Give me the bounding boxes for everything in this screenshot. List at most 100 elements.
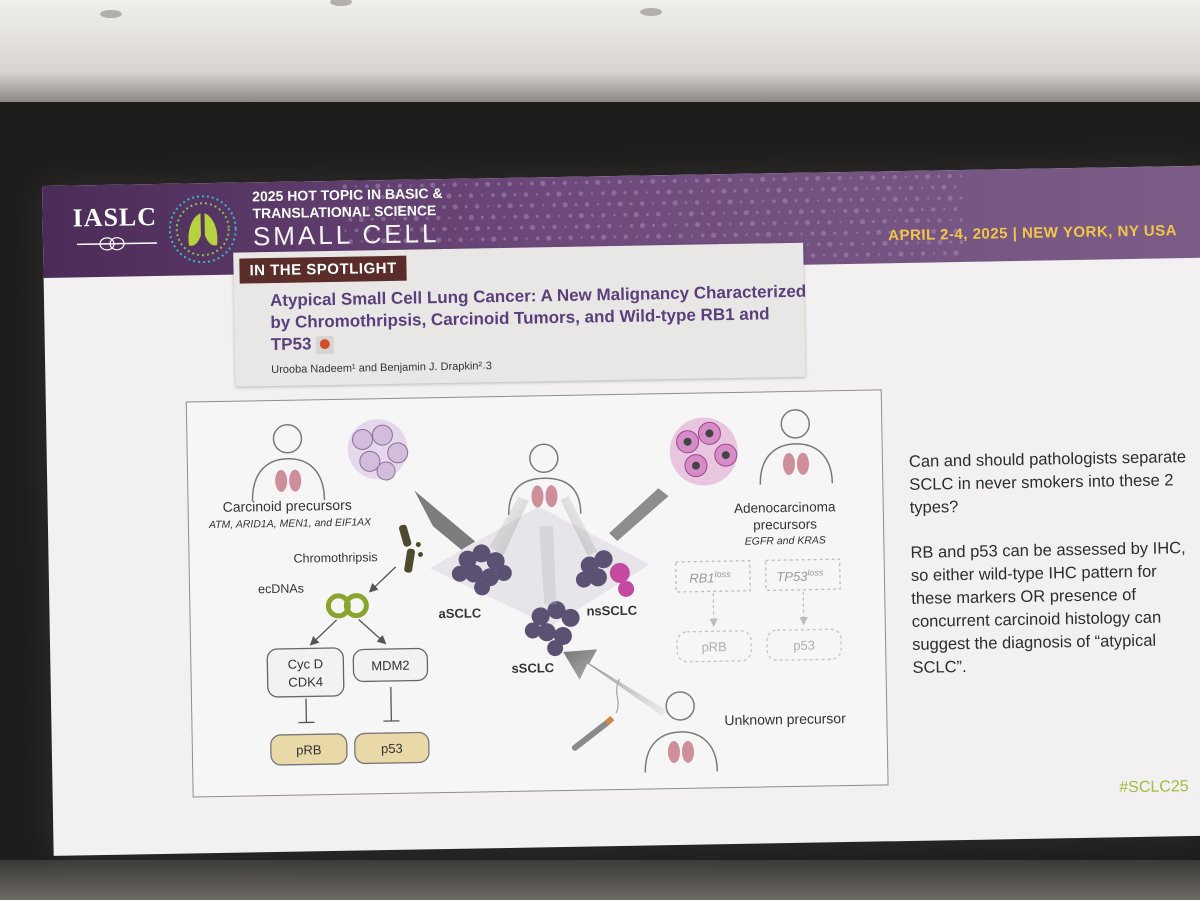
banner-dot — [892, 174, 897, 180]
banner-dot — [684, 201, 688, 205]
banner-dot — [908, 185, 914, 191]
banner-dot — [607, 223, 612, 229]
banner-dot — [849, 198, 853, 202]
banner-dot — [949, 240, 953, 244]
banner-dot — [546, 213, 551, 219]
banner-dot — [393, 239, 397, 243]
banner-dot — [348, 217, 353, 222]
banner-dot — [578, 191, 584, 196]
banner-dot — [941, 184, 947, 190]
banner-dot — [700, 190, 704, 193]
banner-dot — [833, 231, 837, 235]
banner-dot — [904, 197, 908, 201]
carcinoid-genes-label: ATM, ARID1A, MEN1, and EIF1AX — [208, 516, 372, 531]
banner-dot — [387, 206, 392, 210]
banner-dot — [448, 216, 451, 220]
banner-dot — [843, 230, 848, 236]
banner-dot — [766, 231, 772, 237]
banner-dot — [376, 228, 381, 232]
banner-dot — [810, 188, 814, 191]
banner-dot — [760, 176, 766, 183]
banner-dot — [788, 231, 793, 237]
banner-dot — [898, 186, 902, 190]
banner-dot — [497, 225, 502, 231]
banner-dot — [397, 205, 403, 211]
banner-dot — [876, 229, 882, 236]
banner-dot — [656, 211, 661, 217]
banner-dot — [425, 216, 429, 220]
p53-faded-box — [766, 628, 842, 661]
banner-dot — [798, 209, 804, 215]
spotlight-article-card: IN THE SPOTLIGHT Atypical Small Cell Lun… — [233, 242, 806, 387]
banner-dot — [491, 236, 497, 242]
banner-dot — [535, 236, 540, 241]
ceiling-light — [640, 8, 662, 16]
banner-dot — [815, 175, 821, 182]
banner-dot — [425, 195, 429, 198]
cigarette-icon — [571, 678, 621, 751]
banner-dot — [354, 228, 359, 233]
prb-faded-box — [676, 630, 752, 663]
banner-dot — [590, 213, 594, 217]
banner-dot — [666, 189, 672, 195]
banner-dot — [761, 221, 766, 225]
prb-box — [270, 733, 348, 766]
banner-dot — [529, 224, 536, 231]
arrow-adeno-to-nsclc — [609, 488, 669, 542]
banner-dot — [509, 226, 512, 230]
banner-dot — [468, 214, 474, 221]
banner-dot — [888, 252, 892, 257]
banner-dot — [782, 198, 788, 204]
banner-dot — [409, 184, 412, 187]
banner-dot — [513, 236, 518, 241]
banner-dot — [855, 253, 859, 257]
banner-dot — [601, 212, 606, 218]
banner-dot — [920, 251, 926, 256]
banner-dot — [525, 237, 528, 240]
banner-dot — [564, 225, 567, 229]
banner-dot — [943, 229, 947, 233]
banner-dot — [446, 193, 452, 199]
banner-dot — [413, 194, 419, 199]
banner-dot — [458, 194, 462, 198]
banner-dot — [662, 179, 666, 183]
banner-dot — [733, 211, 738, 215]
banner-dot — [633, 212, 639, 218]
ecdna-rings-icon — [325, 593, 369, 619]
banner-dot — [937, 196, 941, 201]
banner-dot — [639, 222, 646, 229]
banner-dot — [776, 187, 782, 193]
banner-dot — [348, 196, 352, 200]
banner-dot — [831, 186, 837, 192]
banner-dot — [370, 239, 375, 244]
banner-dot — [529, 203, 535, 208]
mdm2-label: MDM2 — [371, 658, 410, 674]
banner-dot — [562, 180, 568, 186]
banner-dot — [391, 194, 397, 200]
banner-dot — [503, 215, 506, 219]
banner-dot — [556, 191, 562, 197]
banner-dot — [837, 175, 842, 181]
banner-dot — [452, 182, 458, 188]
banner-dot — [375, 183, 381, 189]
banner-dot — [904, 175, 907, 179]
banner-dot — [853, 208, 859, 214]
banner-dot — [370, 196, 374, 199]
banner-dot — [859, 175, 864, 180]
banner-dot — [523, 213, 529, 220]
banner-dot — [645, 212, 649, 216]
banner-dot — [943, 251, 947, 256]
banner-dot — [745, 233, 748, 236]
banner-dot — [800, 232, 803, 235]
banner-dot — [727, 199, 733, 205]
banner-dot — [875, 186, 880, 191]
banner-dot — [491, 193, 495, 198]
banner-dot — [529, 181, 534, 186]
prb-faded-label: pRB — [701, 639, 727, 654]
banner-dot — [804, 176, 809, 181]
banner-dot — [596, 203, 600, 206]
banner-dot — [849, 176, 852, 180]
banner-dot — [711, 211, 716, 216]
banner-dot — [458, 215, 463, 220]
banner-dot — [904, 219, 909, 223]
